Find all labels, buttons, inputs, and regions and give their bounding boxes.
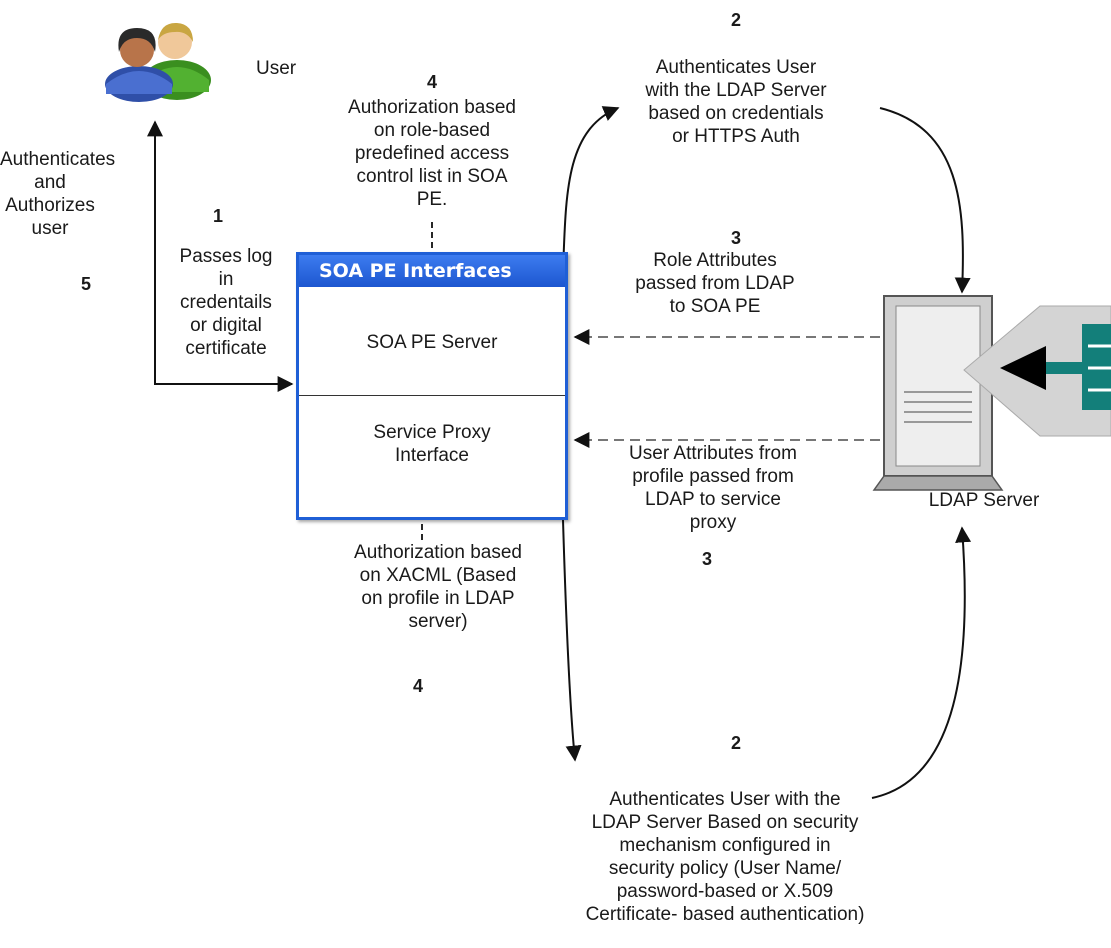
auth-top-curve [562,106,620,273]
soa-pe-server-label: SOA PE Server [366,332,498,353]
step4-top-number: 4 [426,72,437,92]
step3-bottom-text: User Attributes from profile passed from… [629,443,797,533]
auth-bottom-to-ldap-curve [871,526,972,799]
step4-bottom-number: 4 [412,676,423,696]
step4-top-text: Authorization based on role-based predef… [348,97,516,210]
ldap-server-label: LDAP Server [928,490,1040,511]
step2-top-text: Authenticates User with the LDAP Server … [645,57,827,147]
step2-bottom-text: Authenticates User with the LDAP Server … [585,789,865,925]
step2-bottom-number: 2 [730,733,741,753]
auth-bottom-curve [562,519,582,762]
service-proxy-label: Service Proxy Interface [373,422,491,466]
user-label: User [256,58,297,79]
step3-bottom-number: 3 [701,549,712,569]
step1-text: Passes log in credentails or digital cer… [179,246,273,359]
step5-text: Authenticates and Authorizes user [0,149,116,239]
auth-to-ldap-curve [879,107,971,294]
step1-number: 1 [212,206,223,226]
user-login-connector [147,120,294,392]
step3-top-number: 3 [730,228,741,248]
soa-pe-interfaces-title: SOA PE Interfaces [299,255,565,287]
step2-top-number: 2 [730,10,741,30]
step4-bottom-text: Authorization based on XACML (Based on p… [354,542,522,632]
soa-pe-interfaces-panel: SOA PE Interfaces SOA PE Server Service … [296,252,568,520]
step3-top-text: Role Attributes passed from LDAP to SOA … [635,250,795,317]
step5-number: 5 [80,274,91,294]
panel-divider [299,395,565,396]
